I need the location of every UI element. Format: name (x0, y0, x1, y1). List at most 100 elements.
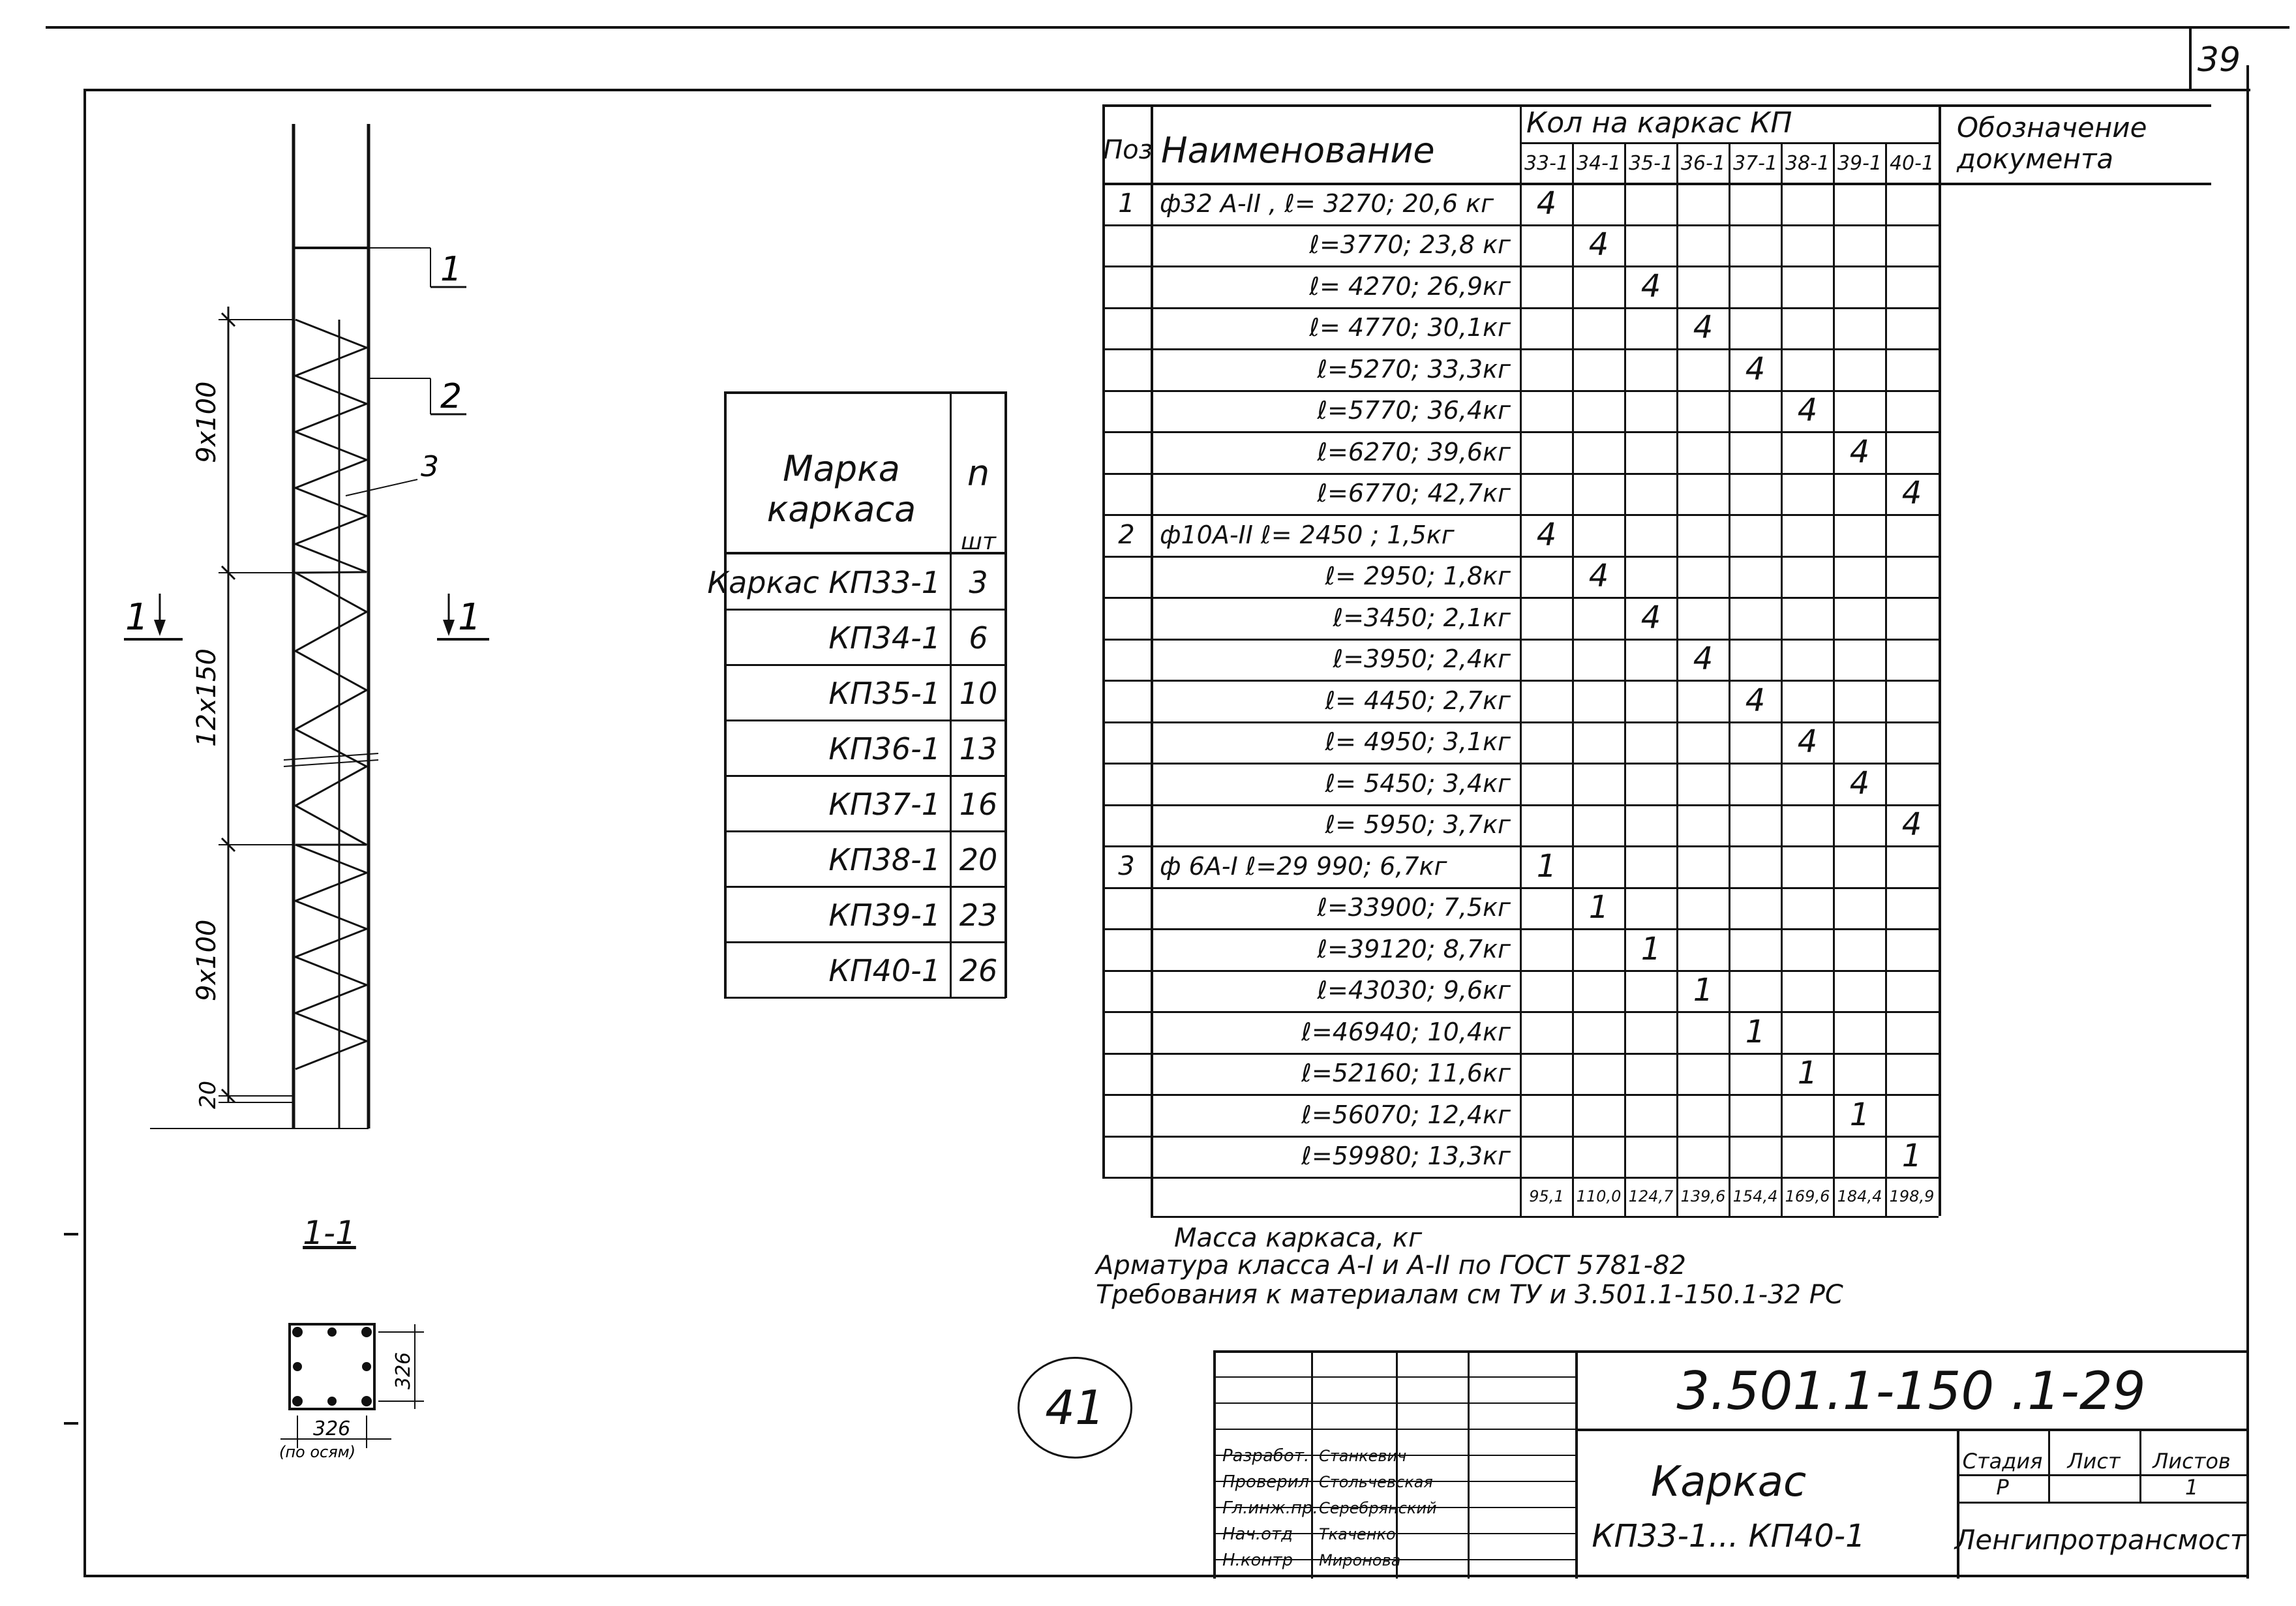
row-qty: 1 (1797, 1055, 1818, 1092)
tb-role-name: Ткаченко (1319, 1525, 1396, 1543)
tb-role: Разработ. (1222, 1446, 1310, 1466)
section-dim-note: (по осям) (279, 1443, 355, 1461)
spec-table: Поз Наименование Кол на каркас КП Обозна… (1102, 104, 2250, 1265)
row-name: ℓ= 5950; 3,7кг (1325, 810, 1511, 840)
spec-row-line (1102, 763, 1939, 765)
row-pos (1105, 887, 1148, 929)
row-qty: 1 (1693, 972, 1714, 1009)
dim-bottom: 9x100 (192, 920, 222, 1001)
row-pos (1105, 431, 1148, 473)
mass-value: 184,4 (1837, 1187, 1882, 1205)
tb-stage-val-line (1957, 1502, 2249, 1504)
row-qty: 1 (1640, 930, 1661, 967)
spec-row-line (1102, 928, 1939, 930)
mark-header-label: Марка каркаса (766, 448, 916, 530)
frame-elevation-drawing: 1 2 3 9x100 12x150 9x100 20 1 1 (124, 124, 489, 1129)
section-dim-side: 326 (392, 1352, 415, 1389)
row-name: ℓ=3950; 2,4кг (1333, 644, 1511, 674)
spec-row-line (1102, 638, 1939, 641)
qty-column-header: 38-1 (1785, 151, 1830, 175)
tb-role-col-line (1396, 1350, 1398, 1579)
header-pos: Поз (1103, 135, 1153, 165)
tb-role-name: Станкевич (1319, 1447, 1407, 1465)
qty-column-header: 39-1 (1837, 151, 1882, 175)
spec-row-line (1102, 680, 1939, 682)
mass-value: 110,0 (1576, 1187, 1622, 1205)
row-qty: 1 (1588, 889, 1609, 926)
row-qty: 4 (1797, 723, 1818, 761)
mark-row-count: 16 (959, 786, 998, 822)
mark-row-label: Каркас КП33-1 (707, 564, 941, 600)
header-doc: Обозначение документа (1957, 112, 2147, 175)
section-mark-left: 1 (125, 596, 149, 639)
spec-row-line (1102, 389, 1939, 392)
mark-row-count: 3 (969, 564, 988, 600)
qty-col-line (1781, 142, 1783, 1216)
row-pos (1105, 597, 1148, 639)
sheet-number-divider (2189, 29, 2192, 89)
row-name: ℓ= 4770; 30,1кг (1309, 313, 1511, 342)
mark-row-count: 10 (959, 675, 998, 711)
row-pos (1105, 224, 1148, 266)
note-line-1: Арматура класса А-I и А-II по ГОСТ 5781-… (1096, 1250, 1686, 1280)
qty-column-header: 35-1 (1628, 151, 1674, 175)
spec-top-line (1102, 104, 2211, 107)
bottom-border-line (83, 1575, 2249, 1577)
spec-row-line (1102, 307, 1939, 309)
tb-sheet-col-line (2139, 1431, 2141, 1502)
spec-row-line (1102, 597, 1939, 599)
row-name: ℓ=3450; 2,1кг (1333, 603, 1511, 632)
tb-role-row-line (1213, 1376, 1575, 1378)
row-name: ℓ=56070; 12,4кг (1301, 1100, 1511, 1129)
row-name: ℓ= 4270; 26,9кг (1309, 271, 1511, 301)
unit-header-label: шт (961, 528, 996, 555)
mark-row-line (724, 830, 1006, 832)
row-qty: 1 (1536, 847, 1557, 885)
sheet-number: 39 (2197, 40, 2241, 80)
row-name: ℓ=52160; 11,6кг (1301, 1059, 1511, 1088)
row-pos (1105, 1053, 1148, 1095)
row-pos (1105, 390, 1148, 432)
mark-row-label: КП36-1 (828, 731, 941, 766)
tb-stage-col-line (2048, 1431, 2050, 1502)
tb-role-row-line (1213, 1507, 1575, 1508)
mass-value: 139,6 (1680, 1187, 1726, 1205)
callout-3: 3 (421, 450, 439, 483)
left-tick-1 (64, 1233, 78, 1235)
tb-role-name: Серебрянский (1319, 1499, 1437, 1517)
mark-row-count: 13 (959, 731, 998, 766)
doc-code: 3.501.1-150 .1-29 (1676, 1360, 2146, 1421)
sheets-header: Листов (2152, 1449, 2231, 1474)
mark-row-label: КП34-1 (828, 620, 941, 656)
top-border-line (46, 26, 2289, 29)
row-qty: 4 (1536, 185, 1557, 222)
mark-row-line (724, 775, 1006, 777)
right-border-line (2246, 65, 2249, 1579)
row-pos (1105, 1011, 1148, 1053)
row-name: ℓ=43030; 9,6кг (1317, 976, 1511, 1005)
row-name: ф 6А-I ℓ=29 990; 6,7кг (1160, 851, 1447, 881)
left-border-line (83, 89, 86, 1576)
header-qty: Кол на каркас КП (1526, 106, 1792, 140)
tb-role-row-line (1213, 1559, 1575, 1560)
n-header-label: n (967, 452, 990, 494)
spec-row-line (1102, 804, 1939, 806)
row-qty: 4 (1640, 599, 1661, 636)
row-qty: 4 (1588, 226, 1609, 264)
tb-role-col-line (1311, 1350, 1313, 1579)
spec-row-line (1102, 224, 1939, 226)
spec-row-line (1102, 845, 1939, 847)
row-name: ℓ=33900; 7,5кг (1317, 893, 1511, 922)
section-dim-bottom: 326 (313, 1417, 350, 1440)
tb-role-name: Миронова (1319, 1551, 1401, 1569)
tb-top-line (1213, 1350, 2249, 1353)
qty-column-header: 34-1 (1576, 151, 1622, 175)
inner-top-border-line (85, 89, 2250, 91)
tb-role: Проверил (1222, 1472, 1310, 1492)
row-qty: 4 (1901, 475, 1922, 512)
qty-col-line (1885, 142, 1887, 1216)
spec-row-line (1102, 886, 1939, 889)
drawing-subtitle: КП33-1... КП40-1 (1592, 1518, 1865, 1554)
dim-top: 9x100 (192, 382, 222, 463)
title-block: 3.501.1-150 .1-29 Каркас КП33-1... КП40-… (1213, 1350, 2249, 1579)
